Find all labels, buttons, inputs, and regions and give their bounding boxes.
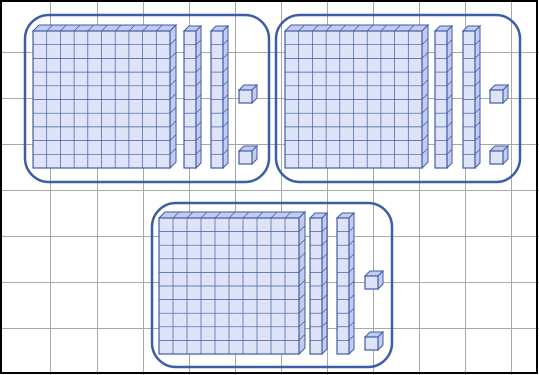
hundreds-flat (159, 212, 305, 354)
ones-cube (365, 332, 383, 350)
tens-rod (184, 26, 201, 168)
cube-front-face (365, 276, 378, 289)
tens-rod (463, 26, 480, 168)
ones-cube (239, 85, 257, 103)
ones-cube (490, 85, 508, 103)
cube-front-face (239, 90, 252, 103)
cube-front-face (490, 151, 503, 164)
ones-cube (490, 146, 508, 164)
cube-front-face (239, 151, 252, 164)
tens-rod (211, 26, 228, 168)
tens-rod (337, 213, 354, 354)
ones-cube (239, 146, 257, 164)
hundreds-flat (33, 25, 176, 168)
ones-cube (365, 271, 383, 289)
tens-rod (310, 213, 327, 354)
tens-rod (435, 26, 452, 168)
cube-front-face (490, 90, 503, 103)
hundreds-flat (285, 25, 428, 168)
cube-front-face (365, 337, 378, 350)
